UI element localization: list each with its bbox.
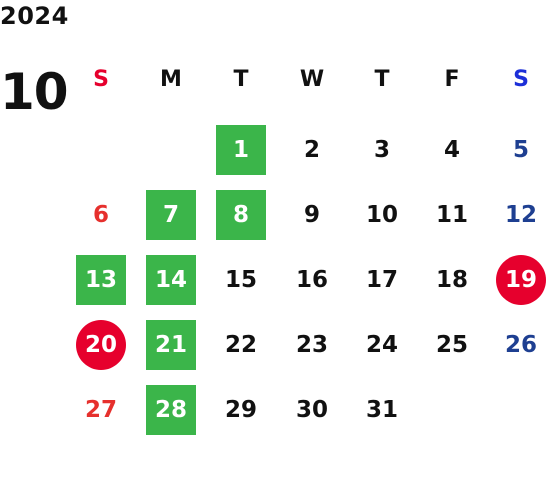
year-label: 2024 bbox=[0, 2, 69, 30]
day-cell-21-holiday[interactable]: 21 bbox=[146, 320, 196, 370]
day-cell-7-holiday[interactable]: 7 bbox=[146, 190, 196, 240]
day-cell-6[interactable]: 6 bbox=[92, 202, 109, 228]
day-cell-26[interactable]: 26 bbox=[504, 332, 537, 358]
day-cell-8-holiday[interactable]: 8 bbox=[216, 190, 266, 240]
day-cell-4[interactable]: 4 bbox=[443, 137, 460, 163]
day-cell-19-special[interactable]: 19 bbox=[496, 255, 546, 305]
day-cell-5[interactable]: 5 bbox=[512, 137, 529, 163]
day-cell-22[interactable]: 22 bbox=[224, 332, 257, 358]
month-label: 10 bbox=[0, 63, 69, 121]
day-cell-15[interactable]: 15 bbox=[224, 267, 257, 293]
weekday-header-thursday: T bbox=[374, 67, 390, 92]
day-cell-12[interactable]: 12 bbox=[504, 202, 537, 228]
day-cell-18[interactable]: 18 bbox=[435, 267, 468, 293]
weekday-header-sunday: S bbox=[93, 67, 109, 92]
day-cell-24[interactable]: 24 bbox=[365, 332, 398, 358]
day-cell-29[interactable]: 29 bbox=[224, 397, 257, 423]
weekday-header-tuesday: T bbox=[233, 67, 249, 92]
day-cell-13-holiday[interactable]: 13 bbox=[76, 255, 126, 305]
day-cell-2[interactable]: 2 bbox=[303, 137, 320, 163]
day-cell-20-special[interactable]: 20 bbox=[76, 320, 126, 370]
day-cell-28-holiday[interactable]: 28 bbox=[146, 385, 196, 435]
day-cell-10[interactable]: 10 bbox=[365, 202, 398, 228]
weekday-header-saturday: S bbox=[513, 67, 529, 92]
day-cell-30[interactable]: 30 bbox=[295, 397, 328, 423]
day-cell-16[interactable]: 16 bbox=[295, 267, 328, 293]
day-cell-3[interactable]: 3 bbox=[373, 137, 390, 163]
weekday-header-monday: M bbox=[160, 67, 182, 92]
weekday-header-friday: F bbox=[444, 67, 460, 92]
day-cell-31[interactable]: 31 bbox=[365, 397, 398, 423]
day-cell-11[interactable]: 11 bbox=[435, 202, 468, 228]
day-cell-25[interactable]: 25 bbox=[435, 332, 468, 358]
day-cell-14-holiday[interactable]: 14 bbox=[146, 255, 196, 305]
day-cell-1-holiday[interactable]: 1 bbox=[216, 125, 266, 175]
day-cell-23[interactable]: 23 bbox=[295, 332, 328, 358]
day-cell-9[interactable]: 9 bbox=[303, 202, 320, 228]
day-cell-27[interactable]: 27 bbox=[84, 397, 117, 423]
weekday-header-wednesday: W bbox=[299, 67, 325, 92]
day-cell-17[interactable]: 17 bbox=[365, 267, 398, 293]
